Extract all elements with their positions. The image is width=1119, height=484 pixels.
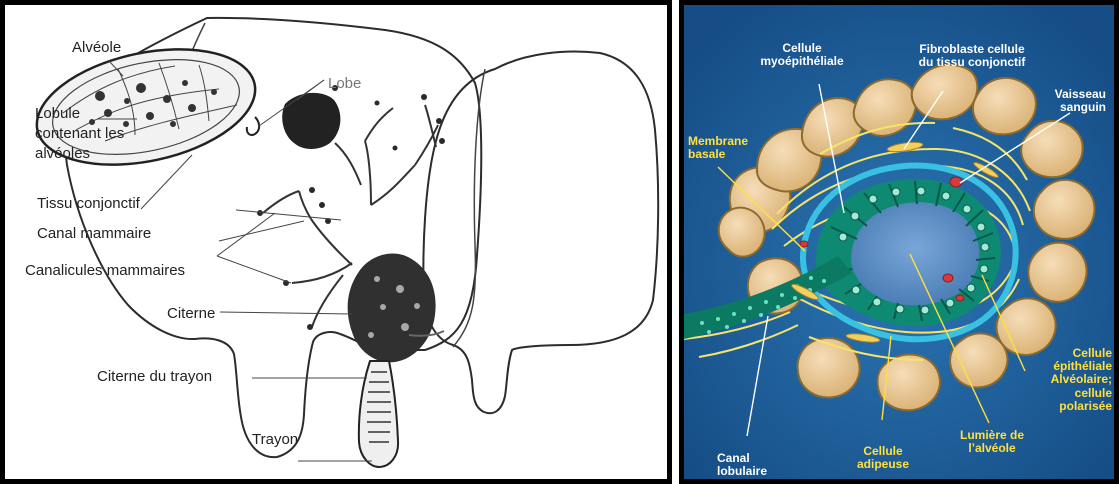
label-lumiere-alveole: Lumière de l’alvéole [953, 429, 1031, 455]
lobe-duct [335, 143, 361, 185]
label-cellule-adipeuse: Cellule adipeuse [843, 445, 923, 471]
label-lobule-line2: contenant les [35, 125, 124, 143]
label-tissu-conjonctif: Tissu conjonctif [37, 195, 140, 213]
alveolus-histology-canvas: Cellule myoépithéliale Fibroblaste cellu… [684, 5, 1114, 479]
label-cellule-epitheliale: Cellule épithéliale Alvéolaire; cellule … [1024, 347, 1112, 413]
teat-shape [359, 361, 398, 467]
label-lobe: Lobe [328, 75, 361, 93]
label-canal-lobulaire: Canal lobulaire [717, 452, 787, 478]
label-citerne-du-trayon: Citerne du trayon [97, 368, 212, 386]
label-membrane-basale: Membrane basale [688, 135, 768, 161]
right-udder-outline [423, 52, 658, 414]
label-lobule-line3: alvéoles [35, 145, 90, 163]
label-trayon: Trayon [252, 431, 298, 449]
label-vaisseau-sanguin: Vaisseau sanguin [1036, 88, 1106, 114]
mammary-anatomy-panel: Alvéole Lobule contenant les alvéoles Lo… [0, 0, 672, 484]
label-canal-mammaire: Canal mammaire [37, 225, 151, 243]
label-canalicules-mammaires: Canalicules mammaires [25, 262, 185, 280]
alveolus-histology-panel: Cellule myoépithéliale Fibroblaste cellu… [679, 0, 1119, 484]
lobule-stem [247, 117, 259, 135]
label-citerne: Citerne [167, 305, 215, 323]
label-cellule-myoepitheliale: Cellule myoépithéliale [752, 42, 852, 68]
lobe-shape [282, 93, 340, 149]
label-fibroblaste: Fibroblaste cellule du tissu conjonctif [907, 43, 1037, 69]
cistern-shape [348, 254, 436, 363]
label-lobule-line1: Lobule [35, 105, 80, 123]
label-alveole: Alvéole [72, 39, 121, 57]
